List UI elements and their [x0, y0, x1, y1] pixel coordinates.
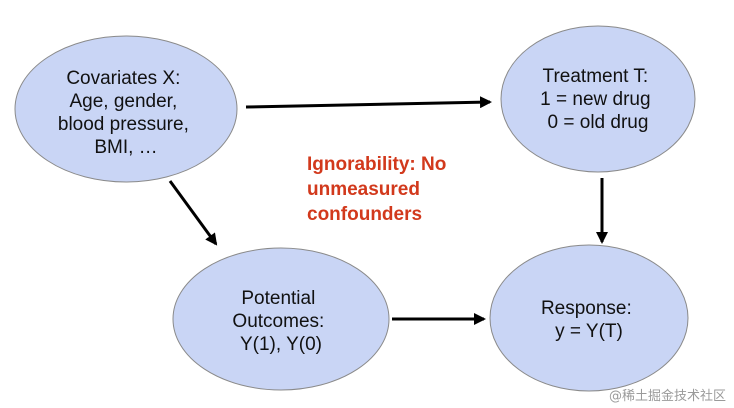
- node-potential-outcomes-line: Potential: [241, 288, 315, 309]
- node-response-shape: [489, 244, 689, 392]
- ignorability-callout-line: unmeasured: [307, 179, 420, 200]
- ignorability-callout: Ignorability: No unmeasured confounders: [307, 154, 452, 225]
- node-covariates-label: Covariates X: Age, gender, blood pressur…: [58, 68, 194, 158]
- node-response-line: Response:: [541, 298, 632, 319]
- node-potential-outcomes-line: Y(1), Y(0): [240, 334, 322, 355]
- node-treatment-shape: [500, 25, 696, 173]
- edge-covariates-to-potential-outcomes: [168, 180, 218, 246]
- node-treatment: Treatment T: 1 = new drug 0 = old drug: [500, 25, 696, 173]
- node-treatment-line: 0 = old drug: [548, 112, 649, 133]
- node-potential-outcomes-line: Outcomes:: [232, 311, 324, 332]
- node-covariates-line: BMI, …: [94, 137, 157, 158]
- node-covariates: Covariates X: Age, gender, blood pressur…: [14, 35, 238, 183]
- node-covariates-shape: [14, 35, 238, 183]
- node-covariates-line: Covariates X:: [66, 68, 180, 89]
- node-response: Response: y = Y(T): [489, 244, 689, 392]
- node-covariates-line: blood pressure,: [58, 114, 189, 135]
- node-response-label: Response: y = Y(T): [541, 298, 637, 342]
- ignorability-callout-line: Ignorability: No: [307, 154, 446, 175]
- node-covariates-line: Age, gender,: [69, 91, 177, 112]
- node-potential-outcomes-shape: [172, 247, 390, 391]
- node-treatment-line: 1 = new drug: [540, 89, 650, 110]
- node-treatment-label: Treatment T: 1 = new drug 0 = old drug: [540, 66, 656, 133]
- ignorability-callout-line: confounders: [307, 204, 422, 225]
- watermark-text: @稀土掘金技术社区: [609, 388, 726, 404]
- edges: [168, 96, 608, 325]
- node-treatment-line: Treatment T:: [543, 66, 649, 87]
- node-potential-outcomes: Potential Outcomes: Y(1), Y(0): [172, 247, 390, 391]
- edge-covariates-to-treatment: [245, 96, 492, 109]
- node-potential-outcomes-label: Potential Outcomes: Y(1), Y(0): [232, 288, 329, 355]
- node-response-line: y = Y(T): [555, 321, 623, 342]
